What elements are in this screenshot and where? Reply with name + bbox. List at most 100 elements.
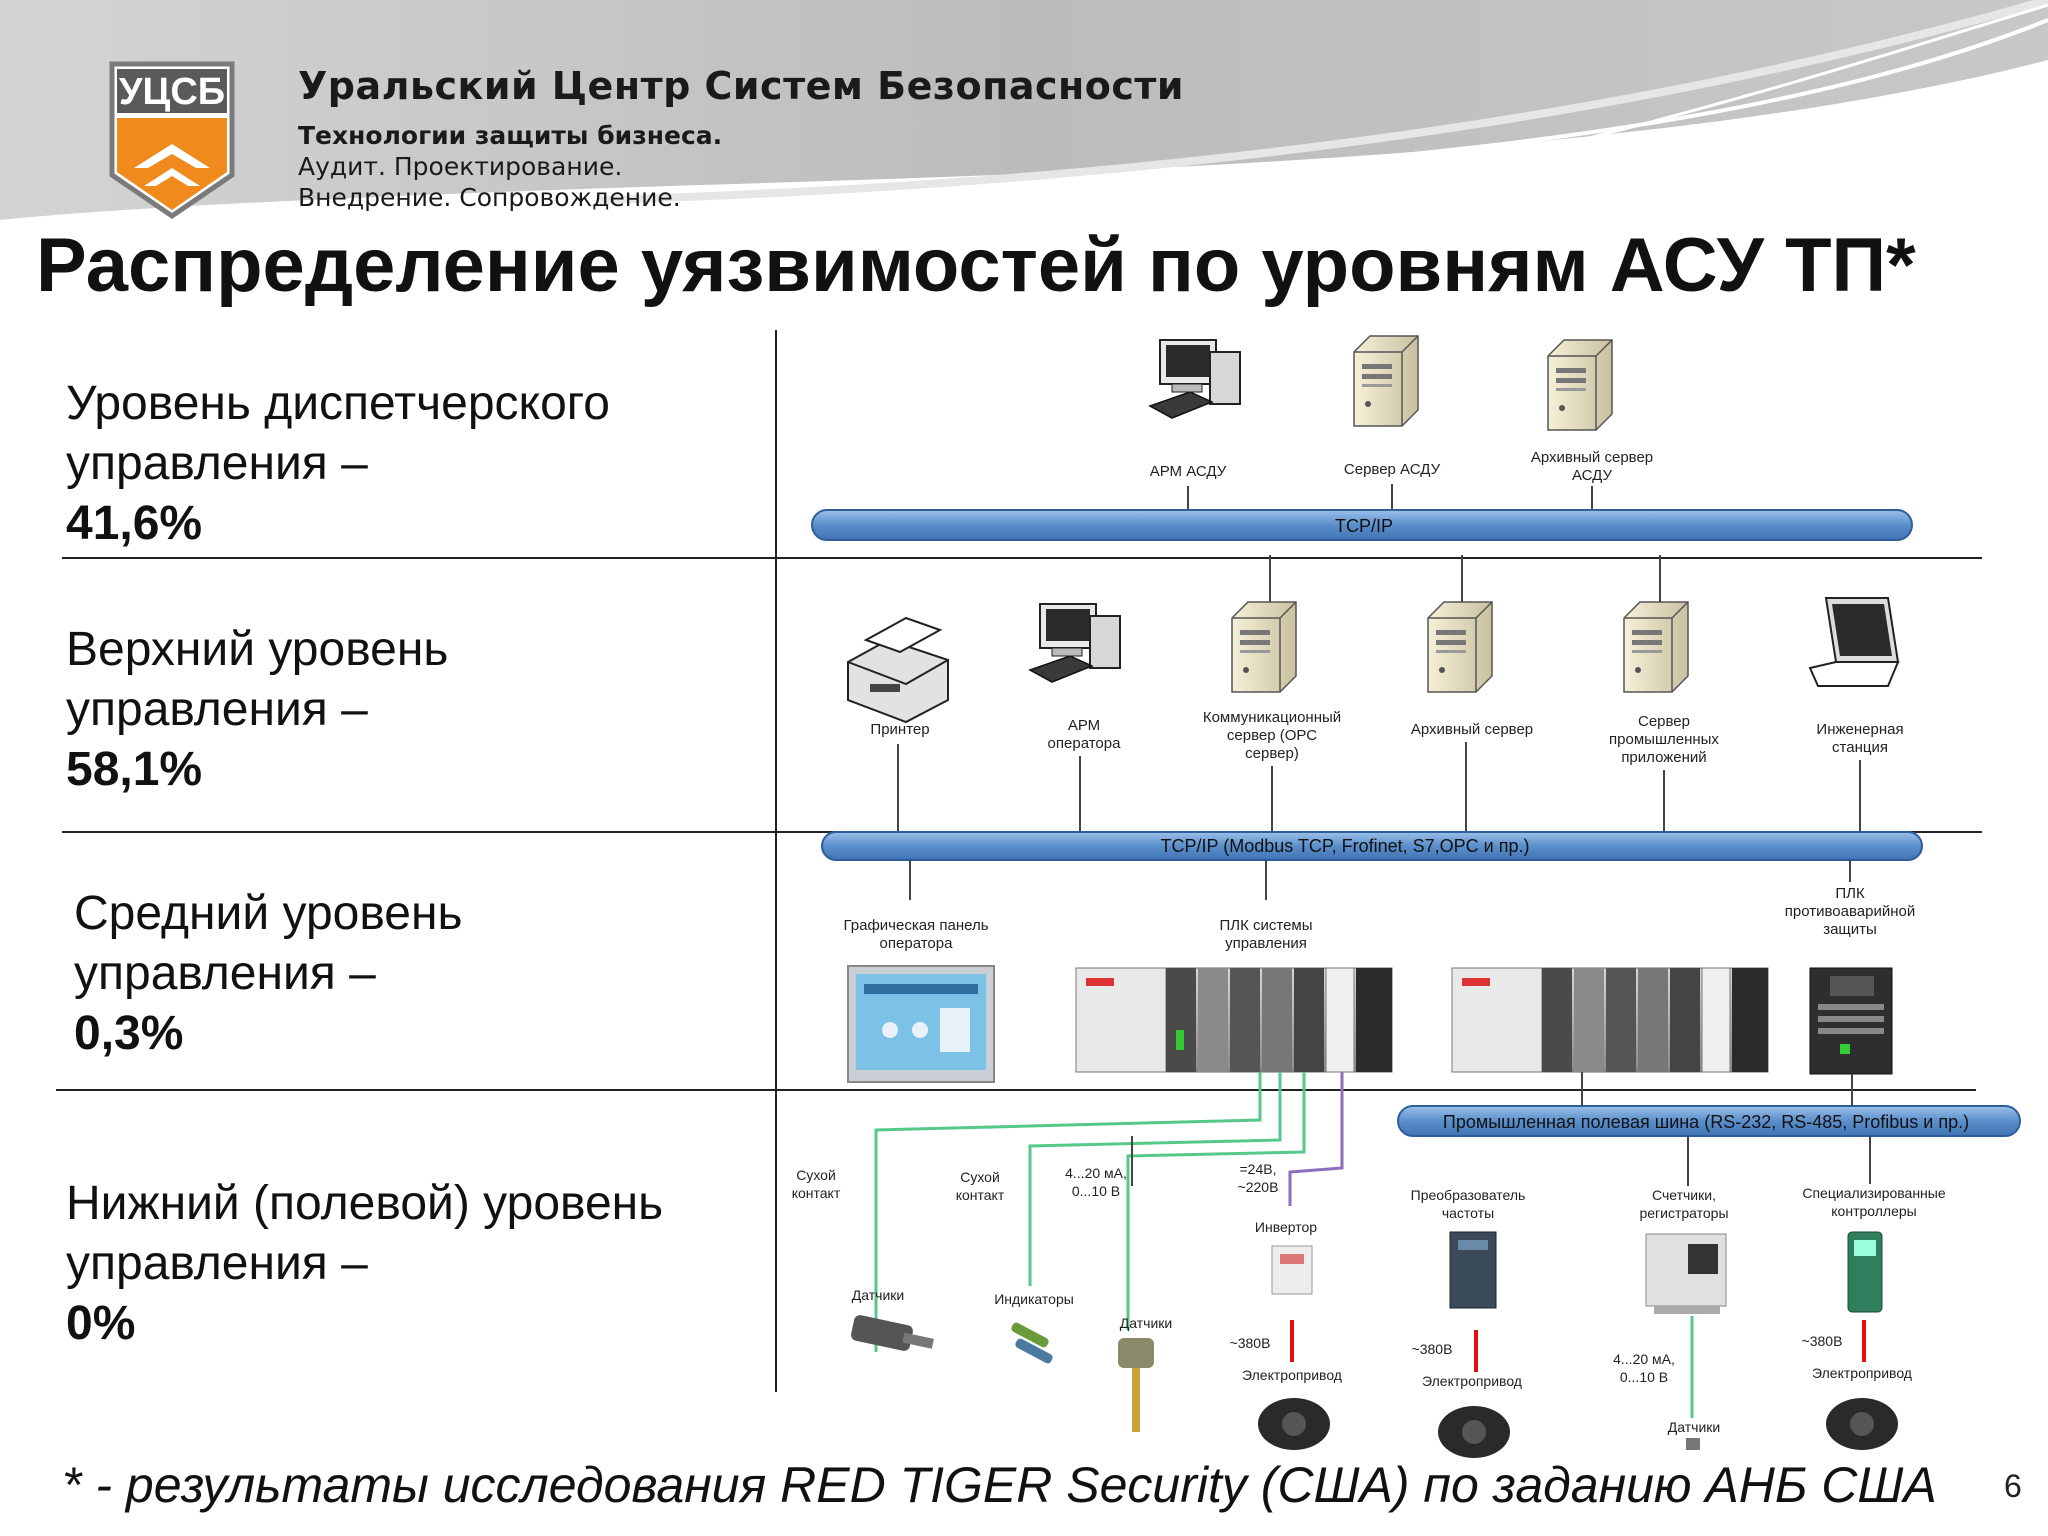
svg-text:Датчики: Датчики bbox=[852, 1287, 904, 1303]
operator-arm: АРМ оператора bbox=[1029, 603, 1122, 752]
signal-line-dry-contact-2 bbox=[1028, 1072, 1282, 1286]
drive-1: ~380В Электропривод bbox=[1230, 1335, 1342, 1450]
company-logo: УЦСБ bbox=[109, 61, 235, 220]
dispatch-archive-server: Архивный сервер АСДУ bbox=[1531, 339, 1653, 484]
svg-text:Графическая панель: Графическая панель bbox=[843, 917, 988, 934]
svg-text:Датчики: Датчики bbox=[1120, 1315, 1172, 1331]
svg-text:Сервер АСДУ: Сервер АСДУ bbox=[1344, 461, 1441, 478]
svg-text:Электропривод: Электропривод bbox=[1812, 1365, 1912, 1381]
svg-text:4...20 мА,: 4...20 мА, bbox=[1065, 1165, 1127, 1181]
svg-text:контакт: контакт bbox=[792, 1185, 841, 1201]
operator-graphic-panel: Графическая панель оператора bbox=[843, 917, 995, 1083]
svg-text:~380В: ~380В bbox=[1230, 1335, 1271, 1351]
emergency-protection-plc: ПЛК противоаварийной защиты bbox=[1785, 885, 1915, 1075]
svg-text:0...10 В: 0...10 В bbox=[1072, 1183, 1120, 1199]
frequency-converter: Преобразователь частоты bbox=[1411, 1187, 1526, 1309]
level-upper: Верхний уровень управления – 58,1% bbox=[66, 623, 449, 796]
svg-text:=24В,: =24В, bbox=[1240, 1161, 1277, 1177]
dispatch-server: Сервер АСДУ bbox=[1344, 335, 1441, 478]
company-name: Уральский Центр Систем Безопасности bbox=[298, 64, 1185, 108]
level-dispatch-value: 41,6% bbox=[66, 497, 203, 550]
svg-text:~380В: ~380В bbox=[1802, 1333, 1843, 1349]
applications-server: Сервер промышленных приложений bbox=[1609, 601, 1719, 766]
level-middle-value: 0,3% bbox=[74, 1007, 184, 1060]
tagline-business: Технологии защиты бизнеса. bbox=[298, 121, 723, 150]
svg-text:АРМ: АРМ bbox=[1068, 717, 1100, 734]
svg-text:Счетчики,: Счетчики, bbox=[1652, 1187, 1716, 1203]
level-field: Нижний (полевой) уровень управления – 0% bbox=[66, 1177, 664, 1350]
page-title: Распределение уязвимостей по уровням АСУ… bbox=[36, 223, 1916, 308]
indicators: Индикаторы bbox=[994, 1291, 1074, 1364]
sensors-2: Датчики bbox=[1118, 1315, 1172, 1432]
svg-text:Индикаторы: Индикаторы bbox=[994, 1291, 1074, 1307]
second-plc bbox=[1451, 967, 1769, 1073]
svg-text:4...20 мА,: 4...20 мА, bbox=[1613, 1351, 1675, 1367]
svg-text:оператора: оператора bbox=[1048, 735, 1122, 752]
svg-text:Инженерная: Инженерная bbox=[1816, 721, 1903, 738]
svg-text:Сухой: Сухой bbox=[796, 1167, 836, 1183]
label-analog-signal: 4...20 мА, 0...10 В bbox=[1065, 1165, 1127, 1199]
tagline-implementation: Внедрение. Сопровождение. bbox=[298, 183, 681, 212]
svg-text:~220В: ~220В bbox=[1238, 1179, 1279, 1195]
level-middle: Средний уровень управления – 0,3% bbox=[74, 887, 463, 1060]
svg-text:приложений: приложений bbox=[1621, 749, 1706, 766]
svg-text:Электропривод: Электропривод bbox=[1242, 1367, 1342, 1383]
communication-server: Коммуникационный сервер (ОРС сервер) bbox=[1203, 601, 1341, 762]
svg-text:Сервер: Сервер bbox=[1638, 713, 1690, 730]
svg-text:Промышленная полевая шина (RS-: Промышленная полевая шина (RS-232, RS-48… bbox=[1443, 1112, 1969, 1132]
svg-text:ПЛК системы: ПЛК системы bbox=[1219, 917, 1312, 934]
drive-3: ~380В Электропривод bbox=[1802, 1333, 1912, 1450]
engineering-station: Инженерная станция bbox=[1808, 597, 1904, 756]
page-number: 6 bbox=[2004, 1468, 2022, 1504]
printer: Принтер bbox=[847, 616, 949, 738]
specialized-controllers: Специализированные контроллеры bbox=[1802, 1185, 1946, 1313]
svg-text:Сухой: Сухой bbox=[960, 1169, 1000, 1185]
svg-text:~380В: ~380В bbox=[1412, 1341, 1453, 1357]
logo-text: УЦСБ bbox=[119, 71, 225, 113]
svg-text:Архивный сервер: Архивный сервер bbox=[1411, 721, 1533, 738]
svg-text:Архивный сервер: Архивный сервер bbox=[1531, 449, 1653, 466]
svg-text:Преобразователь: Преобразователь bbox=[1411, 1187, 1526, 1203]
svg-text:контроллеры: контроллеры bbox=[1831, 1203, 1916, 1219]
svg-text:Электропривод: Электропривод bbox=[1422, 1373, 1522, 1389]
svg-text:противоаварийной: противоаварийной bbox=[1785, 903, 1915, 920]
dispatch-arm: АРМ АСДУ bbox=[1149, 339, 1241, 480]
svg-text:управления: управления bbox=[1225, 935, 1307, 952]
svg-text:частоты: частоты bbox=[1442, 1205, 1494, 1221]
level-field-value: 0% bbox=[66, 1297, 136, 1350]
control-plc: ПЛК системы управления bbox=[1075, 917, 1393, 1073]
level-upper-value: 58,1% bbox=[66, 743, 203, 796]
svg-text:станция: станция bbox=[1832, 739, 1888, 756]
bus-industrial-ethernet: TCP/IP (Modbus TCP, Frofinet, S7,OPC и п… bbox=[821, 831, 1923, 861]
svg-text:ПЛК: ПЛК bbox=[1835, 885, 1865, 902]
svg-text:защиты: защиты bbox=[1823, 921, 1877, 938]
svg-text:АРМ АСДУ: АРМ АСДУ bbox=[1150, 463, 1227, 480]
svg-text:промышленных: промышленных bbox=[1609, 731, 1719, 748]
svg-text:Коммуникационный: Коммуникационный bbox=[1203, 709, 1341, 726]
svg-text:Принтер: Принтер bbox=[870, 721, 929, 738]
label-dry-contact-1: Сухой контакт bbox=[792, 1167, 841, 1201]
signal-line-analog bbox=[1126, 1072, 1306, 1330]
inverter: Инвертор bbox=[1255, 1219, 1317, 1295]
svg-text:Датчики: Датчики bbox=[1668, 1419, 1720, 1435]
svg-text:Инвертор: Инвертор bbox=[1255, 1219, 1317, 1235]
header-background bbox=[0, 0, 2048, 227]
svg-text:TCP/IP (Modbus TCP, Frofinet,: TCP/IP (Modbus TCP, Frofinet, S7,OPC и п… bbox=[1161, 836, 1530, 856]
footnote: * - результаты исследования RED TIGER Se… bbox=[62, 1457, 1937, 1513]
svg-text:регистраторы: регистраторы bbox=[1639, 1205, 1728, 1221]
svg-text:сервер (ОРС: сервер (ОРС bbox=[1227, 727, 1317, 744]
svg-text:TCP/IP: TCP/IP bbox=[1335, 516, 1393, 536]
svg-text:0...10 В: 0...10 В bbox=[1620, 1369, 1668, 1385]
meters-analog-sensors: 4...20 мА, 0...10 В Датчики bbox=[1613, 1351, 1720, 1450]
bus-tcpip: TCP/IP bbox=[811, 509, 1913, 541]
svg-text:Специализированные: Специализированные bbox=[1802, 1185, 1945, 1201]
level-dispatch: Уровень диспетчерского управления – 41,6… bbox=[66, 377, 610, 550]
signal-line-inverter bbox=[1288, 1072, 1344, 1206]
sensors-1: Датчики bbox=[851, 1287, 934, 1351]
bus-field: Промышленная полевая шина (RS-232, RS-48… bbox=[1397, 1105, 2021, 1137]
drive-2: ~380В Электропривод bbox=[1412, 1341, 1522, 1458]
svg-text:АСДУ: АСДУ bbox=[1572, 467, 1613, 484]
tagline-audit: Аудит. Проектирование. bbox=[298, 152, 623, 181]
label-dry-contact-2: Сухой контакт bbox=[956, 1169, 1005, 1203]
